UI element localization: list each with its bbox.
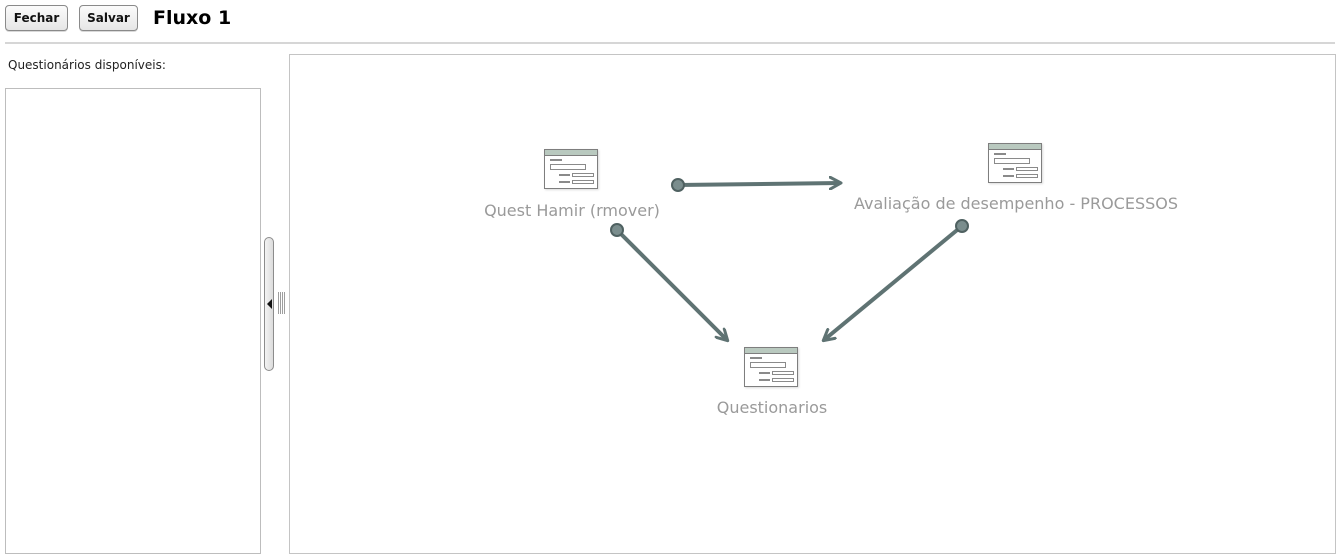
toolbar: Fechar Salvar Fluxo 1 xyxy=(0,0,1338,40)
flow-edges xyxy=(610,55,969,555)
node-label: Avaliação de desempenho - PROCESSOS xyxy=(853,194,1179,213)
edge-source-handle-icon xyxy=(955,219,969,233)
edge-source-handle-icon xyxy=(671,178,685,192)
form-icon xyxy=(988,143,1042,183)
edge-quest-to-avaliacao[interactable] xyxy=(671,178,840,192)
page-title: Fluxo 1 xyxy=(153,7,232,29)
edge-quest-to-questionarios[interactable] xyxy=(610,223,727,340)
form-icon xyxy=(744,347,798,387)
form-icon xyxy=(544,149,598,189)
save-button[interactable]: Salvar xyxy=(79,5,138,31)
node-label: Quest Hamir (rmover) xyxy=(484,201,660,220)
available-questionnaires-label: Questionários disponíveis: xyxy=(8,58,166,72)
sidebar-collapse-button[interactable] xyxy=(264,237,274,371)
edge-avaliacao-to-questionarios[interactable] xyxy=(824,219,969,340)
flow-canvas[interactable]: Quest Hamir (rmover) Avaliação de desemp… xyxy=(289,54,1336,554)
panel-resize-grip-icon[interactable] xyxy=(278,292,286,314)
edge-source-handle-icon xyxy=(610,223,624,237)
toolbar-divider xyxy=(5,42,1335,44)
close-button[interactable]: Fechar xyxy=(5,5,68,31)
available-questionnaires-list[interactable] xyxy=(5,88,261,554)
node-label: Questionarios xyxy=(716,398,828,417)
collapse-left-icon xyxy=(267,299,272,309)
